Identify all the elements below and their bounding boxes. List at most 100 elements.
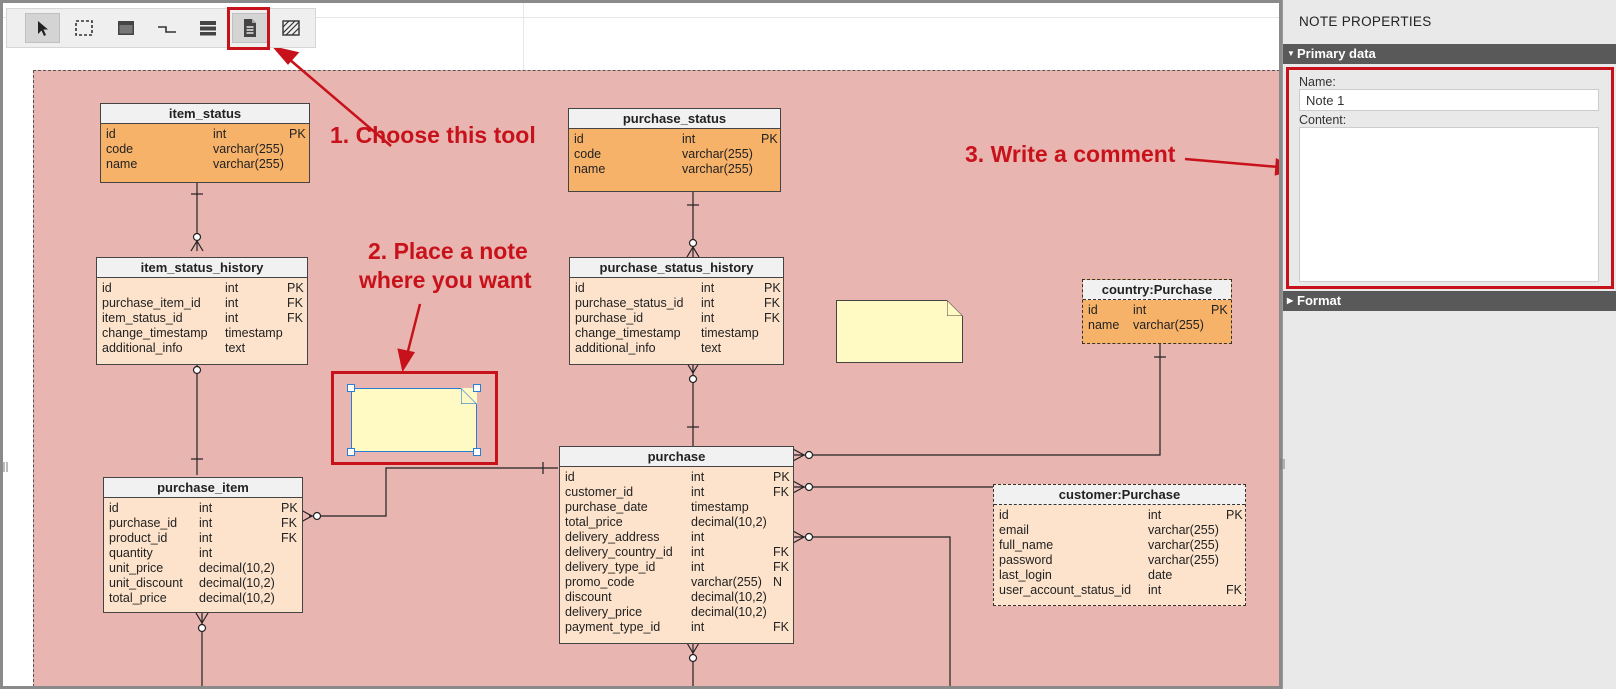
column-key: FK <box>281 516 297 530</box>
entity-title: purchase <box>560 447 793 467</box>
column-key: PK <box>761 132 778 146</box>
column-name: change_timestamp <box>575 326 681 340</box>
column-type: varchar(255) <box>1148 553 1219 567</box>
callout-step-1: 1. Choose this tool <box>330 122 536 148</box>
column-type: int <box>225 311 239 325</box>
note-existing[interactable] <box>836 300 963 363</box>
column-name: user_account_status_id <box>999 583 1132 597</box>
note-tool-button[interactable] <box>232 13 268 43</box>
hatch-tool-button[interactable] <box>274 13 309 43</box>
resize-handle-nw[interactable] <box>347 384 355 392</box>
section-label: Primary data <box>1297 46 1376 61</box>
column-key: PK <box>764 281 781 295</box>
column-type: int <box>701 281 715 295</box>
column-key: PK <box>773 470 790 484</box>
note-content-textarea[interactable] <box>1299 127 1599 282</box>
resize-handle-ne[interactable] <box>473 384 481 392</box>
column-type: varchar(255) <box>691 575 762 589</box>
section-primary-data[interactable]: ▼ Primary data <box>1283 44 1616 64</box>
left-splitter-grip-icon[interactable] <box>3 460 9 474</box>
section-format[interactable]: ▶ Format <box>1283 291 1616 311</box>
view-tool-button[interactable] <box>191 13 226 43</box>
entity-title: item_status_history <box>97 258 307 278</box>
column-type: varchar(255) <box>682 162 753 176</box>
column-type: int <box>199 501 213 515</box>
column-type: int <box>682 132 696 146</box>
entity-title: purchase_status <box>569 109 780 129</box>
resize-handle-sw[interactable] <box>347 448 355 456</box>
table-tool-button[interactable] <box>108 13 143 43</box>
column-type: int <box>1133 303 1147 317</box>
column-name: purchase_status_id <box>575 296 684 310</box>
column-type: int <box>199 516 213 530</box>
column-key: PK <box>1226 508 1243 522</box>
panel-splitter-grip-icon[interactable] <box>1280 457 1286 471</box>
area-tool-button[interactable] <box>66 13 101 43</box>
panel-title: NOTE PROPERTIES <box>1299 14 1432 29</box>
note-new-selected[interactable] <box>351 388 477 452</box>
entity-title: item_status <box>101 104 309 124</box>
column-name: id <box>109 501 119 515</box>
resize-handle-se[interactable] <box>473 448 481 456</box>
column-name: discount <box>565 590 612 604</box>
select-tool-button[interactable] <box>25 13 61 43</box>
reference-tool-button[interactable] <box>149 13 184 43</box>
note-name-input[interactable] <box>1299 89 1599 111</box>
note-properties-form: Name: Content: <box>1286 67 1614 289</box>
column-type: varchar(255) <box>213 142 284 156</box>
